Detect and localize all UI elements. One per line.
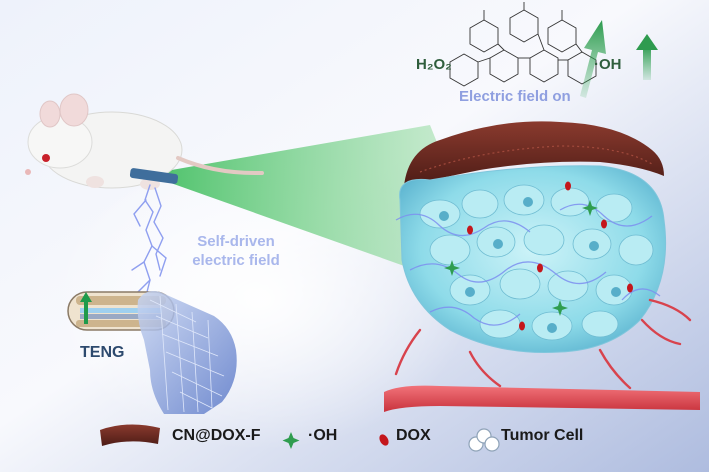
legend-hydrogel-icon: [100, 424, 160, 446]
legend-dox-drop-icon: [379, 434, 389, 446]
wireframe-hand: [137, 291, 237, 414]
h2o2-label: H₂O₂: [416, 56, 452, 73]
legend-dox-label: DOX: [396, 427, 431, 444]
legend-oh-star-icon: [282, 432, 300, 449]
oh-radical-label: ·OH: [594, 56, 622, 73]
dox-molecules: [467, 181, 633, 331]
electric-field-lines: [395, 203, 661, 326]
electric-field-on-label: Electric field on: [459, 88, 571, 105]
legend-tumor-cell-icon: [468, 428, 500, 452]
lightning-discharge: [131, 184, 167, 305]
teng-label: TENG: [80, 344, 125, 361]
cn-molecular-structure: [449, 2, 597, 87]
mouse-illustration: [25, 93, 264, 190]
cn-dox-f-hydrogel: [404, 121, 664, 186]
legend-oh-label: ·OH: [308, 427, 338, 444]
legend-hydrogel-label: CN@DOX-F: [172, 427, 261, 444]
oh-radicals: [444, 200, 598, 316]
blood-vessels: [384, 298, 700, 412]
legend-tumor-cell-label: Tumor Cell: [501, 427, 584, 444]
self-driven-field-label: Self-driven electric field: [192, 233, 280, 269]
oh-side-arrow-icon: [636, 34, 658, 80]
oh-up-arrow-icon: [580, 20, 606, 98]
